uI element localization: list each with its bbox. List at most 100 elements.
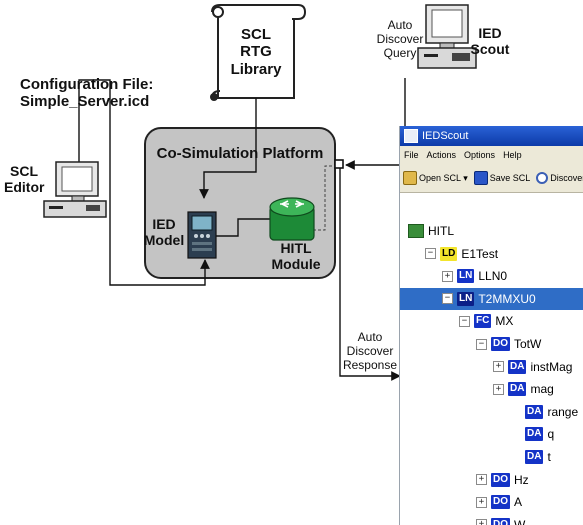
open-scl-button[interactable]: Open SCL ▾ — [403, 171, 468, 185]
tree-row-label: mag — [530, 382, 554, 397]
discover-label: Discover ▾ — [550, 172, 583, 183]
ied-model-line2: Model — [143, 232, 185, 249]
configuration-file-line1: Configuration File: — [20, 76, 154, 93]
save-icon — [473, 171, 488, 185]
menu-options[interactable]: Options — [464, 150, 496, 160]
auto-discover-response-line2: Discover — [346, 344, 394, 358]
tree-row-label: instMag — [530, 359, 573, 374]
badge-da: DA — [525, 404, 544, 419]
platform-port — [334, 159, 344, 169]
auto-discover-query-line2: Discover — [376, 32, 424, 46]
badge-ld: LD — [440, 246, 458, 261]
tree-row-label: MX — [495, 314, 514, 329]
ied-model-label: IED Model — [142, 216, 186, 248]
scroll-icon — [210, 4, 307, 101]
auto-discover-response-label: Auto Discover Response — [340, 330, 400, 372]
scl-editor-computer-icon — [43, 161, 107, 218]
iedscout-toolbar: Open SCL ▾ Save SCL Discover ▾ — [400, 164, 583, 193]
iedscout-title: IEDScout — [422, 130, 469, 142]
expand-icon[interactable]: + — [493, 361, 504, 373]
scl-rtg-library-label: SCL RTG Library — [220, 26, 292, 78]
iedscout-window: IEDScout File Actions Options Help Open … — [399, 126, 583, 525]
scl-rtg-library-line3: Library — [230, 60, 282, 78]
scl-editor-line2: Editor — [4, 179, 45, 196]
ied-scout-label: IED Scout — [468, 25, 512, 57]
auto-discover-response-line1: Auto — [357, 330, 383, 344]
collapse-icon[interactable]: − — [459, 315, 470, 327]
open-scl-label: Open SCL ▾ — [419, 172, 468, 183]
ied-device-icon — [187, 211, 217, 259]
iedscout-app-icon — [404, 129, 418, 143]
co-simulation-platform-title: Co-Simulation Platform — [156, 145, 324, 162]
badge-da: DA — [508, 382, 527, 397]
badge-da: DA — [508, 359, 527, 374]
save-scl-label: Save SCL — [489, 173, 531, 183]
badge-do: DO — [491, 517, 510, 525]
expand-icon[interactable]: + — [476, 519, 487, 525]
auto-discover-response-arrow — [339, 168, 401, 381]
collapse-icon[interactable]: − — [425, 248, 436, 260]
collapse-icon[interactable]: − — [442, 293, 453, 305]
badge-do: DO — [491, 472, 510, 487]
configuration-file-line2: Simple_Server.icd — [20, 93, 150, 111]
collapse-icon[interactable]: − — [476, 338, 487, 350]
expand-icon[interactable]: + — [442, 270, 453, 282]
tree-row-label: range — [547, 404, 579, 419]
tree-row-hz[interactable]: + DO Hz — [400, 469, 583, 491]
scl-rtg-library-line2: RTG — [240, 43, 272, 61]
server-node-icon — [408, 224, 424, 238]
badge-ln: LN — [457, 291, 475, 306]
scl-editor-line1: SCL — [10, 163, 38, 179]
menu-help[interactable]: Help — [503, 150, 522, 160]
ied-model-line1: IED — [152, 216, 176, 232]
editor-to-ied-model-wire — [78, 79, 210, 286]
library-to-ied-model-wire — [199, 98, 257, 199]
ied-scout-computer-icon — [417, 4, 477, 69]
tree-row-label: T2MMXU0 — [478, 291, 536, 306]
ied-scout-line1: IED — [478, 25, 502, 41]
tree-row-label: Hz — [514, 472, 529, 487]
expand-icon[interactable]: + — [476, 474, 487, 486]
auto-discover-response-line3: Response — [342, 358, 398, 372]
hitl-module-line2: Module — [271, 256, 321, 273]
tree-row-label: A — [514, 495, 523, 510]
expand-icon[interactable]: + — [476, 496, 487, 508]
tree-row-label: LLN0 — [478, 269, 508, 284]
ied-hitl-link — [216, 218, 270, 237]
tree-row-hitl[interactable]: HITL — [400, 220, 583, 242]
auto-discover-query-arrow — [345, 78, 406, 170]
menu-actions[interactable]: Actions — [426, 150, 457, 160]
tree-row-label: HITL — [428, 224, 455, 238]
hitl-module-label: HITL Module — [268, 240, 324, 272]
tree-row-label: t — [547, 450, 551, 464]
badge-da: DA — [525, 427, 544, 442]
badge-ln: LN — [457, 269, 475, 284]
tree-row-label: q — [547, 427, 555, 442]
save-scl-button[interactable]: Save SCL — [473, 171, 531, 185]
discover-button[interactable]: Discover ▾ — [536, 172, 583, 184]
configuration-file-label: Configuration File: Simple_Server.icd — [20, 76, 210, 111]
iedscout-menu-bar: File Actions Options Help — [400, 146, 583, 164]
ied-scout-line2: Scout — [470, 41, 510, 58]
badge-da: DA — [525, 450, 544, 464]
menu-file[interactable]: File — [404, 150, 419, 160]
badge-do: DO — [491, 337, 510, 351]
folder-icon — [403, 171, 417, 185]
iedscout-title-bar[interactable]: IEDScout — [400, 126, 583, 146]
scl-editor-label: SCL Editor — [4, 163, 44, 195]
auto-discover-query-line1: Auto — [387, 18, 413, 32]
expand-icon[interactable]: + — [493, 383, 504, 395]
